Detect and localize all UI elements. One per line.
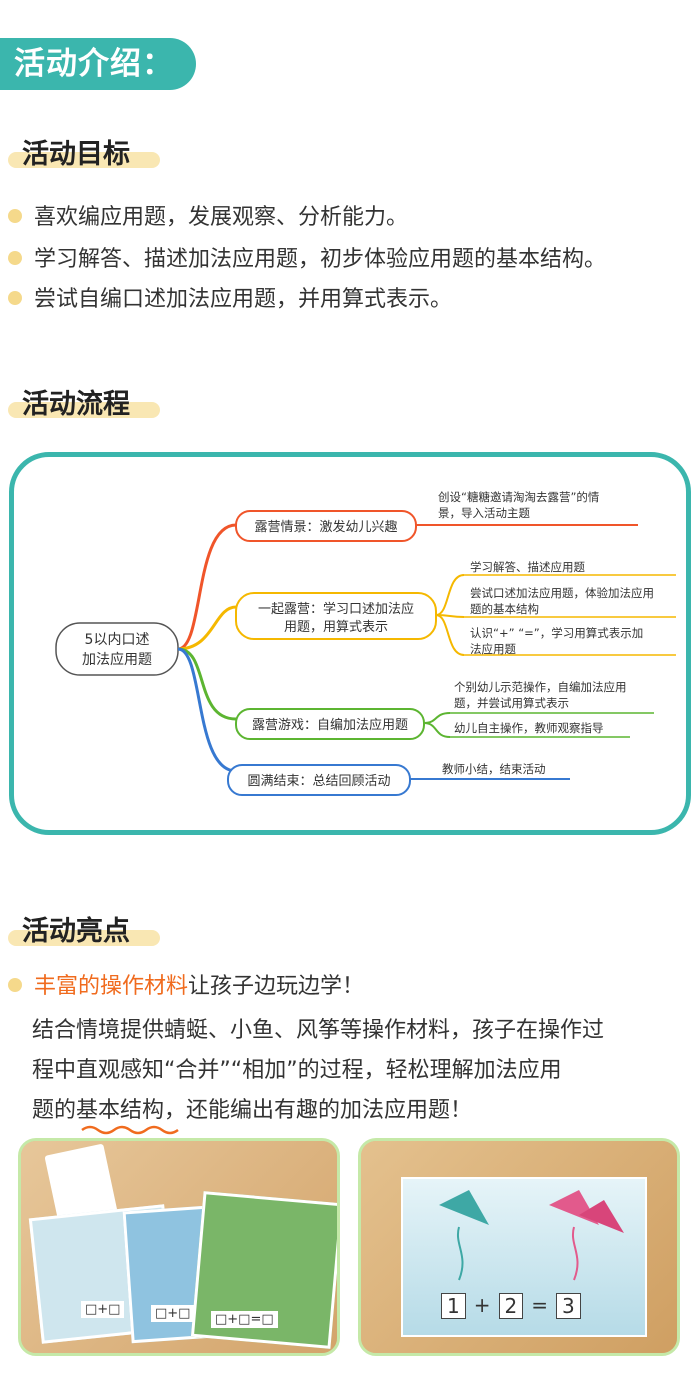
equation-card: □+□	[81, 1301, 125, 1318]
leaf-text: 题的基本结构	[470, 602, 539, 616]
goal-item: 尝试自编口述加法应用题，并用算式表示。	[8, 284, 452, 316]
activity-photo-left: □+□ □+□ □+□=□	[18, 1138, 340, 1356]
mindmap: 5以内口述 加法应用题 露营情景：激发幼儿兴趣 创设“糖糖邀请淘淘去露营”的情 …	[55, 490, 676, 796]
leaf-text: 景，导入活动主题	[438, 506, 530, 520]
flow-title: 活动流程	[22, 389, 130, 420]
kite-icon	[439, 1190, 489, 1225]
leaf-text: 教师小结，结束活动	[442, 762, 546, 776]
activity-photo-right: 1 + 2 = 3	[358, 1138, 680, 1356]
mindmap-root-text: 5以内口述	[85, 632, 150, 648]
branch-connector	[177, 647, 237, 721]
branch-connector	[177, 605, 237, 651]
equation-row: 1 + 2 = 3	[441, 1293, 581, 1319]
highlight-text: 题的基本结构，还能编出有趣的加法应用题！	[32, 1098, 473, 1123]
branch-connector	[177, 523, 237, 651]
highlights-title: 活动亮点	[22, 916, 130, 947]
branch-connector	[177, 647, 237, 773]
branch-label: 用题，用算式表示	[284, 620, 388, 635]
bullet-dot-icon	[8, 209, 22, 223]
leaf-connector	[435, 574, 465, 616]
leaf-text: 创设“糖糖邀请淘淘去露营”的情	[438, 490, 600, 504]
leaf-text: 个别幼儿示范操作，自编加法应用	[454, 680, 627, 694]
kite-icon	[579, 1200, 624, 1233]
leaf-connector	[435, 614, 465, 656]
kite-illustrations	[439, 1190, 624, 1281]
leaf-text: 认识“+” “=”，学习用算式表示加	[470, 626, 643, 640]
goals-title: 活动目标	[22, 139, 130, 170]
bullet-dot-icon	[8, 251, 22, 265]
equation-card: □+□=□	[211, 1311, 278, 1328]
leaf-connector	[423, 722, 451, 738]
bullet-dot-icon	[8, 291, 22, 305]
title-underline	[8, 402, 160, 418]
title-underline	[8, 930, 160, 946]
mindmap-root-text: 加法应用题	[82, 651, 152, 668]
title-underline	[8, 152, 160, 168]
highlight-text: 结合情境提供蜻蜓、小鱼、风筝等操作材料，孩子在操作过	[32, 1018, 605, 1043]
branch-label: 圆满结束：总结回顾活动	[247, 774, 390, 789]
branch-label: 露营游戏：自编加法应用题	[252, 717, 408, 733]
section-header-intro: 活动介绍：	[0, 38, 196, 90]
goal-item: 喜欢编应用题，发展观察、分析能力。	[8, 202, 408, 234]
leaf-text: 幼儿自主操作，教师观察指导	[454, 721, 604, 735]
leaf-text: 学习解答、描述应用题	[470, 560, 585, 574]
goal-item: 学习解答、描述加法应用题，初步体验应用题的基本结构。	[8, 244, 606, 276]
bullet-dot-icon	[8, 978, 22, 992]
mindmap-panel: 5以内口述 加法应用题 露营情景：激发幼儿兴趣 创设“糖糖邀请淘淘去露营”的情 …	[9, 452, 691, 835]
underlined-keyword: 基本结构	[76, 1098, 165, 1123]
equation-card: □+□	[151, 1305, 195, 1322]
leaf-text: 法应用题	[470, 642, 516, 656]
highlight-text: 程中直观感知“合并”“相加”的过程，轻松理解加法应用	[32, 1058, 562, 1083]
branch-label: 一起露营：学习口述加法应	[258, 601, 414, 617]
branch-label: 露营情景：激发幼儿兴趣	[254, 519, 397, 535]
leaf-text: 题，并尝试用算式表示	[454, 696, 569, 710]
wavy-underline	[81, 1125, 179, 1135]
leaf-text: 尝试口述加法应用题，体验加法应用	[470, 586, 654, 600]
leaf-connector	[423, 712, 451, 724]
highlight-lead: 丰富的操作材料让孩子边玩边学！	[8, 971, 364, 1003]
